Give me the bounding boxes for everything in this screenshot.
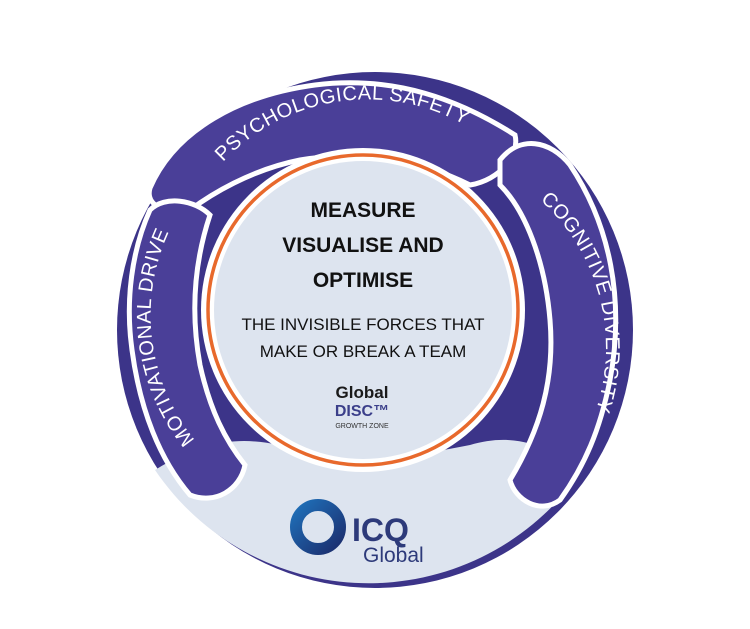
bottom-light-band <box>155 439 575 584</box>
global-disc-logo-line-1: Global <box>336 383 389 402</box>
segment-left <box>126 198 248 501</box>
segment-top <box>146 80 519 214</box>
icq-global-logo: ICQ Global <box>290 499 424 567</box>
center-title-line-1: MEASURE <box>310 199 415 222</box>
center-subtitle-line-2: MAKE OR BREAK A TEAM <box>260 342 467 361</box>
center-title-line-3: OPTIMISE <box>313 269 413 292</box>
global-disc-logo-line-2: DISC™ <box>335 403 389 420</box>
center-subtitle-line-1: THE INVISIBLE FORCES THAT <box>241 315 484 334</box>
icq-logo-sub: Global <box>363 544 424 567</box>
global-disc-logo-line-3: GROWTH ZONE <box>335 423 389 430</box>
segment-right <box>497 141 619 509</box>
icq-ring-icon <box>290 499 346 555</box>
center-title-line-2: VISUALISE AND <box>282 234 443 257</box>
center-disc <box>214 161 512 459</box>
icq-logo-name: ICQ <box>352 512 409 548</box>
global-disc-logo: Global DISC™ GROWTH ZONE <box>335 383 389 430</box>
